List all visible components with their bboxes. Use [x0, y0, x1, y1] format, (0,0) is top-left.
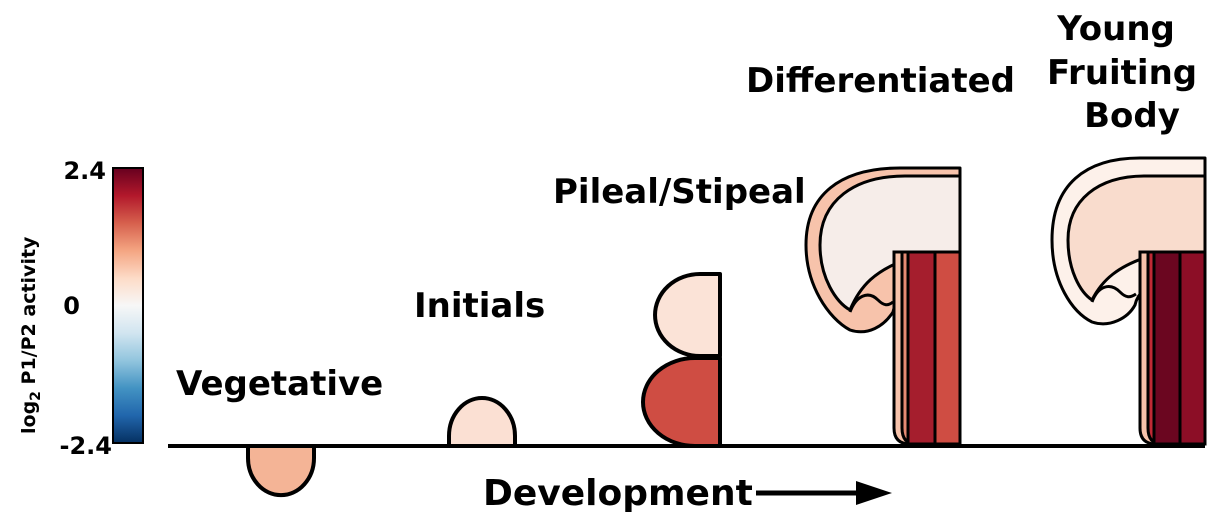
colorbar-tick-min: -2.4: [60, 432, 112, 460]
label-young: Young: [1056, 9, 1175, 49]
stipeal-body: [643, 358, 720, 446]
diff-stipe-3: [908, 252, 935, 444]
label-young-fruiting-body: Young Fruiting Body: [1047, 9, 1209, 136]
yfb-stipe-3: [1154, 252, 1180, 444]
label-pileal-stipeal: Pileal/Stipeal: [553, 172, 806, 212]
diff-stipe-4: [935, 252, 960, 444]
label-vegetative: Vegetative: [176, 364, 383, 404]
yfb-stipe-4: [1180, 252, 1205, 444]
label-body: Body: [1084, 96, 1180, 136]
differentiated-mushroom: [806, 168, 960, 444]
colorbar-tick-max: 2.4: [63, 157, 106, 185]
young-fruiting-body-mushroom: [1052, 158, 1205, 444]
pileal-cap: [655, 274, 720, 356]
initials-tissue: [449, 398, 515, 446]
vegetative-tissue: [248, 446, 314, 495]
development-label: Development: [483, 473, 753, 512]
colorbar-tick-mid: 0: [63, 292, 80, 320]
colorbar-title: log2 P1/P2 activity: [18, 236, 44, 434]
colorbar: [113, 168, 143, 443]
colorbar-title-rest: P1/P2 activity: [18, 236, 40, 391]
development-arrowhead: [856, 481, 892, 505]
colorbar-title-log: log: [18, 401, 40, 434]
colorbar-title-sub: 2: [28, 391, 44, 401]
label-differentiated: Differentiated: [746, 61, 1015, 101]
label-initials: Initials: [414, 286, 545, 326]
label-fruiting: Fruiting: [1047, 53, 1197, 93]
